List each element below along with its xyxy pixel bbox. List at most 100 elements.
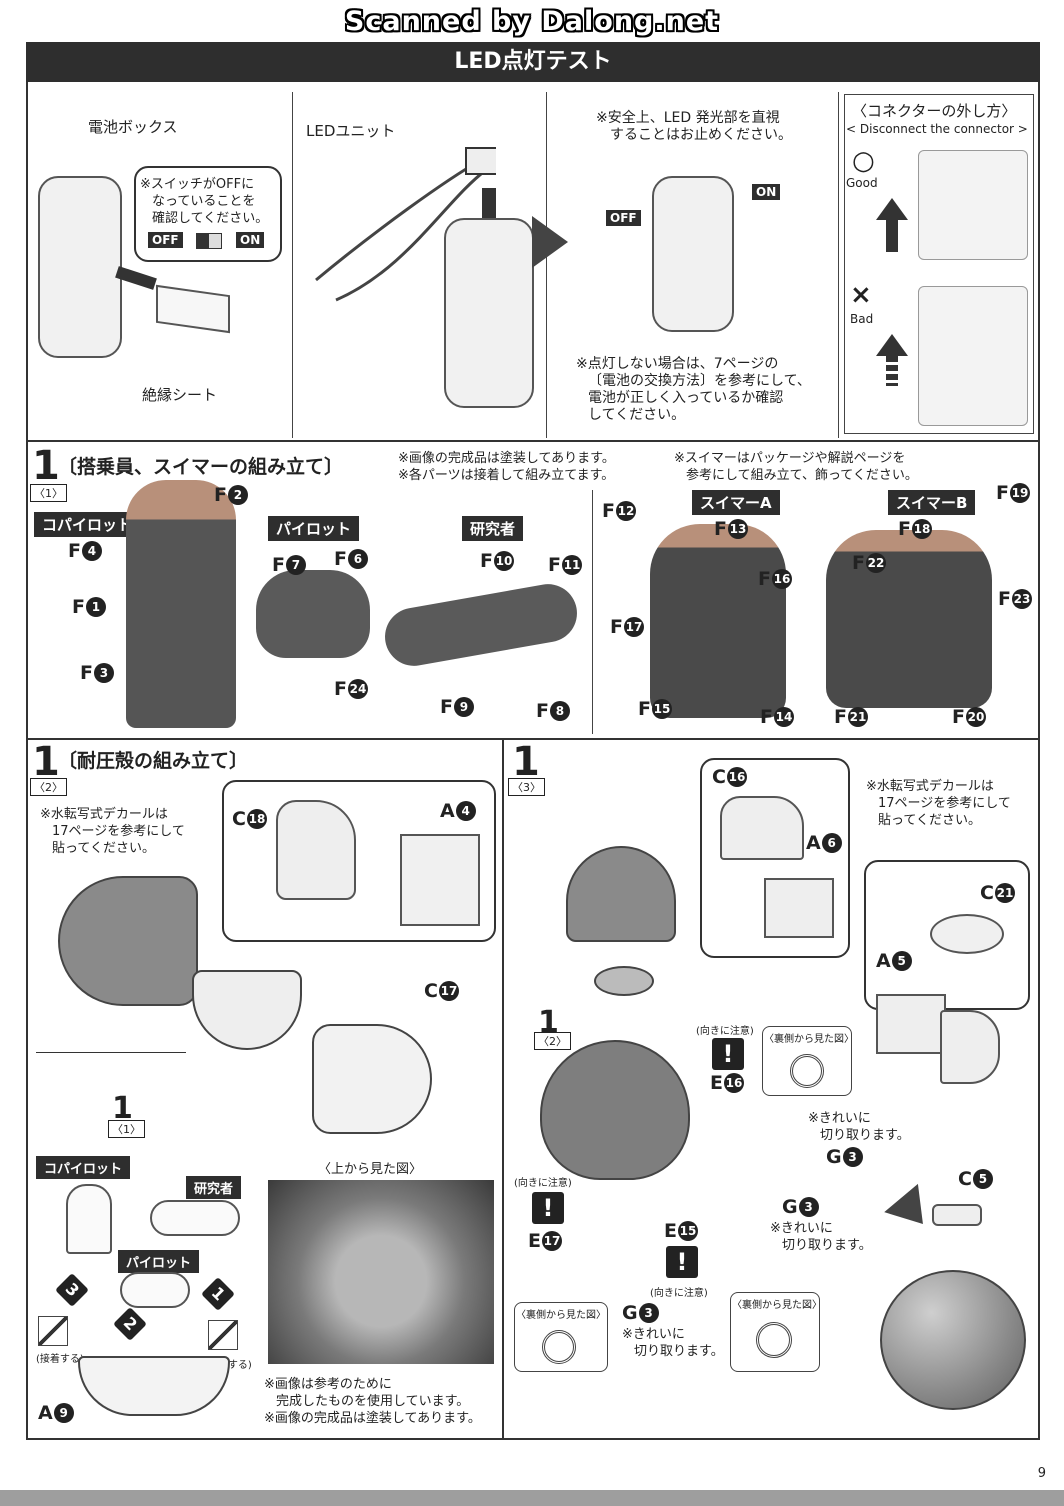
orientation-note: (向きに注意) bbox=[514, 1178, 572, 1189]
researcher-figure bbox=[150, 1200, 240, 1236]
caution-icon: ! bbox=[666, 1246, 698, 1278]
top-view-photo bbox=[268, 1180, 494, 1364]
researcher-tag: 研究者 bbox=[462, 516, 524, 541]
hull-assembly-illustration bbox=[540, 1040, 690, 1180]
ref-step-number: 1 bbox=[538, 1005, 559, 1040]
clean-cut-note: ※きれいに 切り取ります。 bbox=[770, 1221, 872, 1253]
copilot-tag: コパイロット bbox=[34, 512, 141, 537]
connector-illustration bbox=[918, 150, 1028, 260]
clean-cut-note: ※きれいに 切り取ります。 bbox=[622, 1327, 724, 1359]
cockpit-part-illustration bbox=[276, 800, 356, 900]
on-tag: ON bbox=[752, 184, 781, 200]
caution-icon: ! bbox=[712, 1038, 744, 1070]
battery-box-illustration bbox=[38, 176, 122, 358]
watermark: Scanned by Dalong.net bbox=[344, 6, 720, 37]
ring-icon bbox=[756, 1322, 792, 1358]
swimmer-a-figure bbox=[650, 524, 786, 718]
good-label: Good bbox=[846, 176, 878, 190]
step-number: 1 bbox=[512, 739, 540, 785]
researcher-tag: 研究者 bbox=[186, 1176, 242, 1199]
step-1-3-section bbox=[502, 738, 1040, 1440]
insulation-sheet-label: 絶縁シート bbox=[142, 386, 218, 404]
hull-half-illustration bbox=[58, 876, 198, 1006]
decal-note: ※水転写式デカールは 17ページを参考にして 貼ってください。 bbox=[866, 779, 1011, 828]
glue-brush-icon bbox=[38, 1316, 68, 1346]
arrow-up-icon bbox=[876, 334, 908, 356]
bad-label: Bad bbox=[850, 312, 874, 326]
off-tag: OFF bbox=[606, 210, 641, 226]
clean-cut-note: ※きれいに 切り取ります。 bbox=[808, 1111, 910, 1143]
step-sub-number: 〈3〉 bbox=[508, 778, 545, 796]
step-sub-number: 〈1〉 bbox=[30, 484, 67, 502]
pilot-figure bbox=[256, 570, 370, 658]
copilot-figure bbox=[66, 1184, 112, 1254]
caution-icon: ! bbox=[532, 1192, 564, 1224]
off-tag: OFF bbox=[148, 232, 183, 248]
glue-note: (接着する) bbox=[36, 1354, 84, 1365]
top-view-label: 〈上から見た図〉 bbox=[318, 1162, 423, 1177]
hatch-part-illustration bbox=[932, 1204, 982, 1226]
ring-part-illustration bbox=[594, 966, 654, 996]
hull-side-illustration bbox=[940, 1010, 1000, 1084]
good-icon: ○ bbox=[852, 146, 875, 176]
safety-note: ※安全上、LED 発光部を直視 することはお止めください。 bbox=[596, 110, 792, 143]
ring-icon bbox=[542, 1330, 576, 1364]
connector-box bbox=[844, 94, 1034, 434]
glue-brush-icon bbox=[208, 1320, 238, 1350]
battery-box-illustration bbox=[652, 176, 734, 332]
unlit-note: ※点灯しない場合は、7ページの 〔電池の交換方法〕を参考にして、 電池が正しく入… bbox=[576, 356, 811, 423]
connector-title-jp: 〈コネクターの外し方〉 bbox=[852, 102, 1017, 120]
ref-step-sub: 〈2〉 bbox=[534, 1032, 571, 1050]
divider bbox=[838, 92, 839, 438]
ref-step-number: 1 bbox=[112, 1091, 133, 1126]
panel-part-illustration bbox=[876, 994, 946, 1054]
back-view-label: 〈裏側から見た図〉 bbox=[516, 1310, 606, 1321]
pilot-tag: パイロット bbox=[268, 516, 360, 541]
step-title: 〔耐圧殻の組み立て〕 bbox=[58, 750, 249, 772]
led-test-title: LED点灯テスト bbox=[26, 42, 1040, 82]
battery-box-label: 電池ボックス bbox=[88, 118, 178, 136]
step-number: 1 bbox=[32, 739, 60, 785]
ring-icon bbox=[790, 1054, 824, 1088]
orientation-note: (向きに注意) bbox=[696, 1026, 754, 1037]
panel-part-illustration bbox=[764, 878, 834, 938]
led-unit-label: LEDユニット bbox=[306, 122, 396, 140]
hull-top-dome-illustration bbox=[566, 846, 676, 942]
led-wires-illustration bbox=[315, 147, 496, 302]
switch-icon bbox=[196, 233, 222, 249]
seat-part-illustration bbox=[400, 834, 480, 926]
bad-icon: × bbox=[850, 280, 872, 310]
arrow-up-icon bbox=[886, 356, 898, 386]
swimmer-a-tag: スイマーA bbox=[692, 490, 780, 515]
step-sub-number: 〈2〉 bbox=[30, 778, 67, 796]
on-tag: ON bbox=[236, 232, 265, 248]
